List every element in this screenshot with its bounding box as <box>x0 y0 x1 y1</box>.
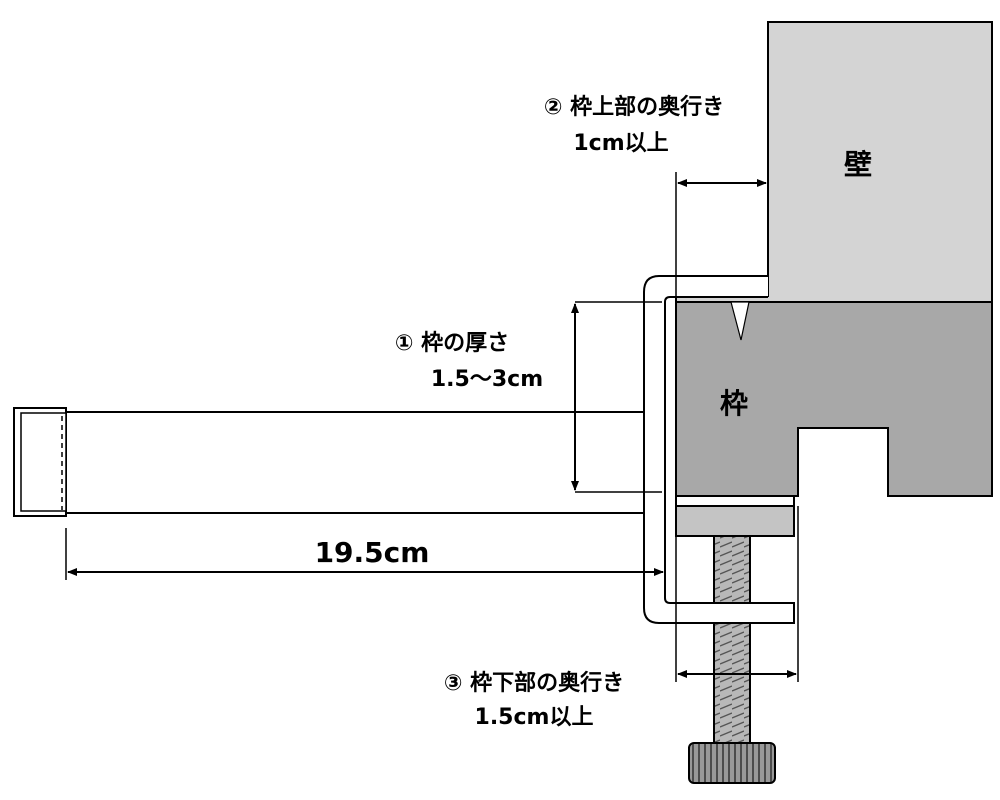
frame-label: 枠 <box>720 387 748 420</box>
pressure-plate <box>675 495 795 507</box>
arm <box>13 407 645 517</box>
wall-label: 壁 <box>844 148 872 181</box>
screw-thread-upper <box>713 535 751 604</box>
frame-thickness-value: 1.5～3cm <box>431 367 543 392</box>
frame-thickness-title: ① 枠の厚さ <box>395 331 509 356</box>
frame-notch <box>730 301 750 341</box>
lower-depth-title: ③ 枠下部の奥行き <box>444 670 624 696</box>
upper-depth-title: ② 枠上部の奥行き <box>544 94 724 120</box>
lower-depth-value: 1.5cm以上 <box>475 705 594 730</box>
wall <box>675 21 993 303</box>
arm-length-label: 19.5cm <box>315 536 430 569</box>
dimension-lower-depth <box>675 506 799 682</box>
pressure-pad <box>675 505 795 537</box>
clamp-bracket <box>643 275 795 624</box>
screw-thread-lower <box>713 622 751 744</box>
upper-depth-value: 1cm以上 <box>573 131 668 156</box>
dimension-frame-thickness <box>571 301 662 493</box>
clamp-screw-assembly <box>675 495 795 784</box>
screw-knob <box>688 742 776 784</box>
dimension-arm-length <box>65 528 666 580</box>
dimension-upper-depth <box>675 172 767 296</box>
